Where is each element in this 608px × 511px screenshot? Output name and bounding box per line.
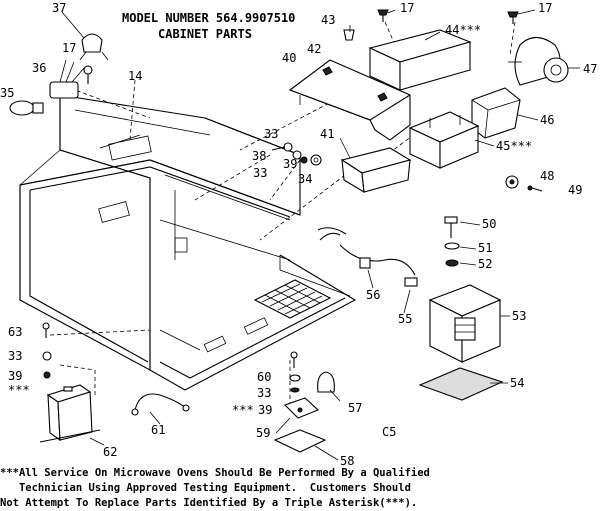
part-57-knob [317,371,335,393]
part-58-plate [273,429,327,453]
screw-17-top-a [377,9,389,22]
part-61-harness [131,393,190,416]
label-35: 35 [0,86,14,100]
label-54: 54 [510,376,524,390]
part-43-clip [343,29,355,41]
nut-34 [310,154,322,166]
label-48: 48 [540,169,554,183]
part-45-relay [408,111,480,169]
screw-17-left [83,65,93,84]
washer-33-lower [289,374,301,382]
part-36-lamp-socket [49,59,85,99]
part-59-switch [283,397,320,419]
part-55-power-cord [317,227,418,287]
washer-39-left [43,371,51,379]
part-44-cover [368,29,472,91]
label-45: 45*** [496,139,532,153]
part-54-pad [418,367,504,401]
washer-33-upper [292,150,302,160]
model-number-title: MODEL NUMBER 564.9907510 [122,11,295,25]
screw-49 [527,185,543,192]
label-44: 44*** [445,23,481,37]
label-40: 40 [282,51,296,65]
notice-line-2: Technician Using Approved Testing Equipm… [0,482,411,494]
label-14: 14 [128,69,142,83]
label-36: 36 [32,61,46,75]
bolt-50 [444,216,458,238]
part-53-transformer [428,284,502,363]
label-42: 42 [307,42,321,56]
screw-60 [290,351,298,368]
label-34: 34 [298,172,312,186]
part-37-bracket [79,33,109,61]
part-35-bulb [9,100,44,116]
label-33-upper: 33 [264,127,278,141]
label-43: 43 [321,13,335,27]
label-58: 58 [340,454,354,468]
label-53: 53 [512,309,526,323]
label-50: 50 [482,217,496,231]
part-47-fan-motor [508,36,569,86]
label-51: 51 [478,241,492,255]
label-38: 38 [252,149,266,163]
label-39-asterisk: *** [232,403,254,417]
label-39-upper: 39 [283,157,297,171]
label-61: 61 [151,423,165,437]
label-39-lower: 39 [258,403,272,417]
label-17-left: 17 [62,41,76,55]
label-63: 63 [8,325,22,339]
part-41-box [340,147,412,194]
label-37: 37 [52,1,66,15]
washer-51 [444,242,460,250]
part-40-bracket [288,59,411,141]
washer-39-lower [290,387,300,393]
label-33-lower: 33 [257,386,271,400]
label-56: 56 [366,288,380,302]
part-48-thermal [505,175,519,189]
part-labels: 37 17 36 35 14 43 17 17 42 40 44*** 47 4… [0,1,597,468]
label-leaders [61,9,580,461]
service-notice: ***All Service On Microwave Ovens Should… [0,466,608,511]
label-41: 41 [320,127,334,141]
label-59: 59 [256,426,270,440]
washer-33-left [42,351,52,361]
part-46-duct [471,87,521,139]
cabinet-parts-subtitle: CABINET PARTS [158,27,252,41]
label-62: 62 [103,445,117,459]
label-60: 60 [257,370,271,384]
label-39-left: 39 [8,369,22,383]
label-33-mid: 33 [253,166,267,180]
tray-vent-grille [253,279,332,319]
label-left-asterisk: *** [8,383,30,397]
label-17-top-a: 17 [400,1,414,15]
label-57: 57 [348,401,362,415]
label-49: 49 [568,183,582,197]
notice-line-1: ***All Service On Microwave Ovens Should… [0,467,430,479]
screw-38 [271,142,293,152]
part-62-capacitor [39,384,101,443]
washer-52 [445,259,459,267]
notice-line-3: Not Attempt To Replace Parts Identified … [0,497,418,509]
screw-63 [42,322,50,338]
label-46: 46 [540,113,554,127]
cabinet-outer-case [19,94,357,391]
label-17-top-b: 17 [538,1,552,15]
label-55: 55 [398,312,412,326]
label-33-left: 33 [8,349,22,363]
washer-39-upper [300,156,308,164]
label-52: 52 [478,257,492,271]
screw-17-top-b [507,11,519,24]
label-47: 47 [583,62,597,76]
diagram-code: C5 [382,425,396,439]
